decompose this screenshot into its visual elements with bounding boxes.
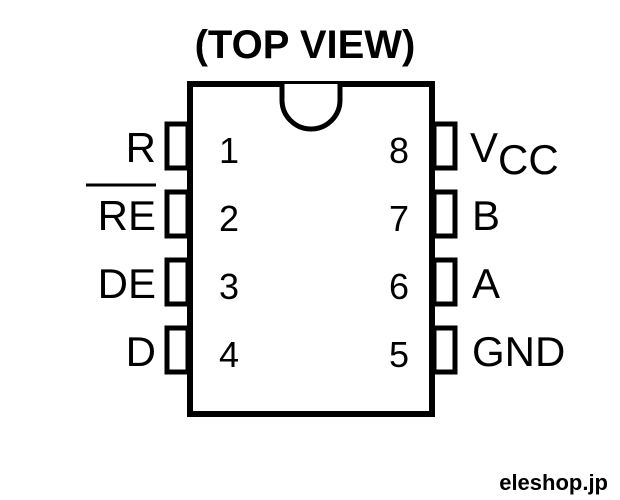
pin-5-lead (431, 325, 458, 375)
pin-8-signal: VCC (470, 124, 559, 183)
pin-2-lead (164, 189, 191, 239)
pin-1-signal: R (126, 124, 156, 171)
pin-5-number: 5 (389, 334, 409, 375)
pin-6-signal: A (472, 260, 500, 307)
pin-4-number: 4 (219, 334, 239, 375)
pin-3-lead (164, 257, 191, 307)
pin-8-signal-subscript: CC (498, 136, 559, 183)
pin-7-number: 7 (389, 198, 409, 239)
pin-6-number: 6 (389, 266, 409, 307)
pin1-notch (279, 84, 343, 132)
pin-7-signal: B (472, 192, 500, 239)
pin-5-signal: GND (472, 328, 565, 375)
pin-6-lead (431, 257, 458, 307)
pin-8-number: 8 (389, 130, 409, 171)
diagram-title: (TOP VIEW) (195, 23, 416, 67)
pin-7-lead (431, 189, 458, 239)
pin-4-lead (164, 325, 191, 375)
pin-1-lead (164, 121, 191, 171)
pin-2-number: 2 (219, 198, 239, 239)
pin-3-signal: DE (98, 260, 156, 307)
pin-8-signal-main: V (470, 124, 498, 171)
pin-3-number: 3 (219, 266, 239, 307)
pin-1-number: 1 (219, 130, 239, 171)
pin-2-signal: RE (98, 192, 156, 239)
watermark-text: eleshop.jp (499, 470, 608, 495)
ic-body (187, 81, 435, 417)
pin-4-signal: D (126, 328, 156, 375)
pin-8-lead (431, 121, 458, 171)
